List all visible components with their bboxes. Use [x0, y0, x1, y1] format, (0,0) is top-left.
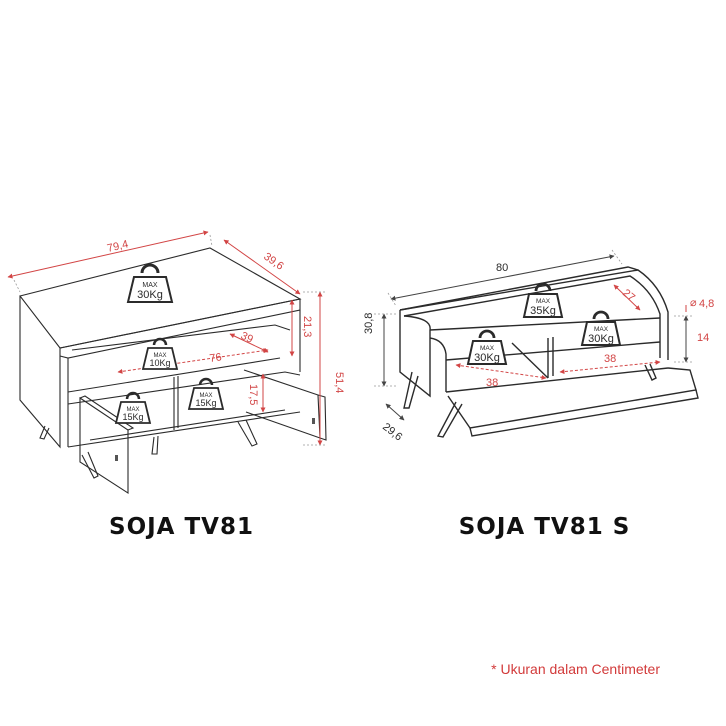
dim-width-label: 79,4 [106, 238, 130, 255]
svg-text:30Kg: 30Kg [588, 333, 614, 345]
dim-innerheight-label-s: 14 [697, 332, 709, 344]
weight-badge-tv81-right-bottom: MAX 15Kg [187, 377, 225, 410]
weight-badge-tv81s-right: MAX 30Kg [580, 310, 622, 346]
dim-leftcompartment-label-s: 38 [486, 377, 498, 389]
svg-text:30Kg: 30Kg [474, 352, 500, 364]
svg-text:MAX: MAX [153, 353, 166, 359]
product-title-tv81s: SOJA TV81 S [458, 514, 631, 540]
dim-height-label: 51,4 [333, 372, 345, 393]
product-title-tv81: SOJA TV81 [109, 514, 254, 540]
dimension-lines-tv81s [374, 249, 692, 421]
weight-badge-tv81s-left: MAX 30Kg [466, 329, 508, 365]
cabinet-tv81-drawing [19, 247, 327, 495]
weight-badge-tv81-shelf: MAX 10Kg [141, 337, 179, 370]
dimension-lines-tv81 [7, 230, 325, 446]
svg-text:MAX: MAX [199, 393, 212, 399]
weight-badge-tv81-left-bottom: MAX 15Kg [114, 391, 152, 424]
dim-shelfwidth-label: 76 [209, 351, 223, 365]
svg-text:15Kg: 15Kg [122, 412, 143, 422]
svg-text:MAX: MAX [126, 407, 139, 413]
dim-shelfdepth-label: 39 [239, 330, 255, 346]
svg-text:MAX: MAX [480, 345, 495, 352]
door-handles-tv81 [115, 418, 315, 461]
dim-height-label-s: 30,8 [363, 313, 375, 334]
weight-badge-tv81s-top: MAX 35Kg [522, 282, 564, 318]
dim-width-label-s: 80 [496, 262, 508, 274]
cabinet-tv81s-drawing [399, 266, 699, 438]
dim-topthickness-label-s: ⌀ [690, 297, 697, 309]
dim-depth-label-s: 29,6 [380, 421, 404, 444]
dim-sidedepth-label-s: 27 [620, 287, 637, 304]
units-note-text: Ukuran dalam Centimeter [500, 661, 660, 677]
units-note: * Ukuran dalam Centimeter [491, 661, 660, 677]
svg-text:MAX: MAX [536, 298, 551, 305]
dim-topthickness-value-s: 4,8 [699, 298, 714, 310]
svg-text:MAX: MAX [594, 326, 609, 333]
svg-text:MAX: MAX [142, 282, 158, 289]
dim-topgap-label: 21,3 [301, 316, 313, 337]
units-note-asterisk: * [491, 661, 497, 677]
weight-badge-tv81-top: MAX 30Kg [126, 263, 174, 303]
dim-rightcompartment-label-s: 38 [604, 353, 616, 365]
svg-text:30Kg: 30Kg [137, 289, 163, 301]
svg-text:15Kg: 15Kg [195, 398, 216, 408]
dim-doorheight-label: 17,5 [247, 384, 259, 405]
svg-text:10Kg: 10Kg [149, 358, 170, 368]
svg-text:35Kg: 35Kg [530, 305, 556, 317]
